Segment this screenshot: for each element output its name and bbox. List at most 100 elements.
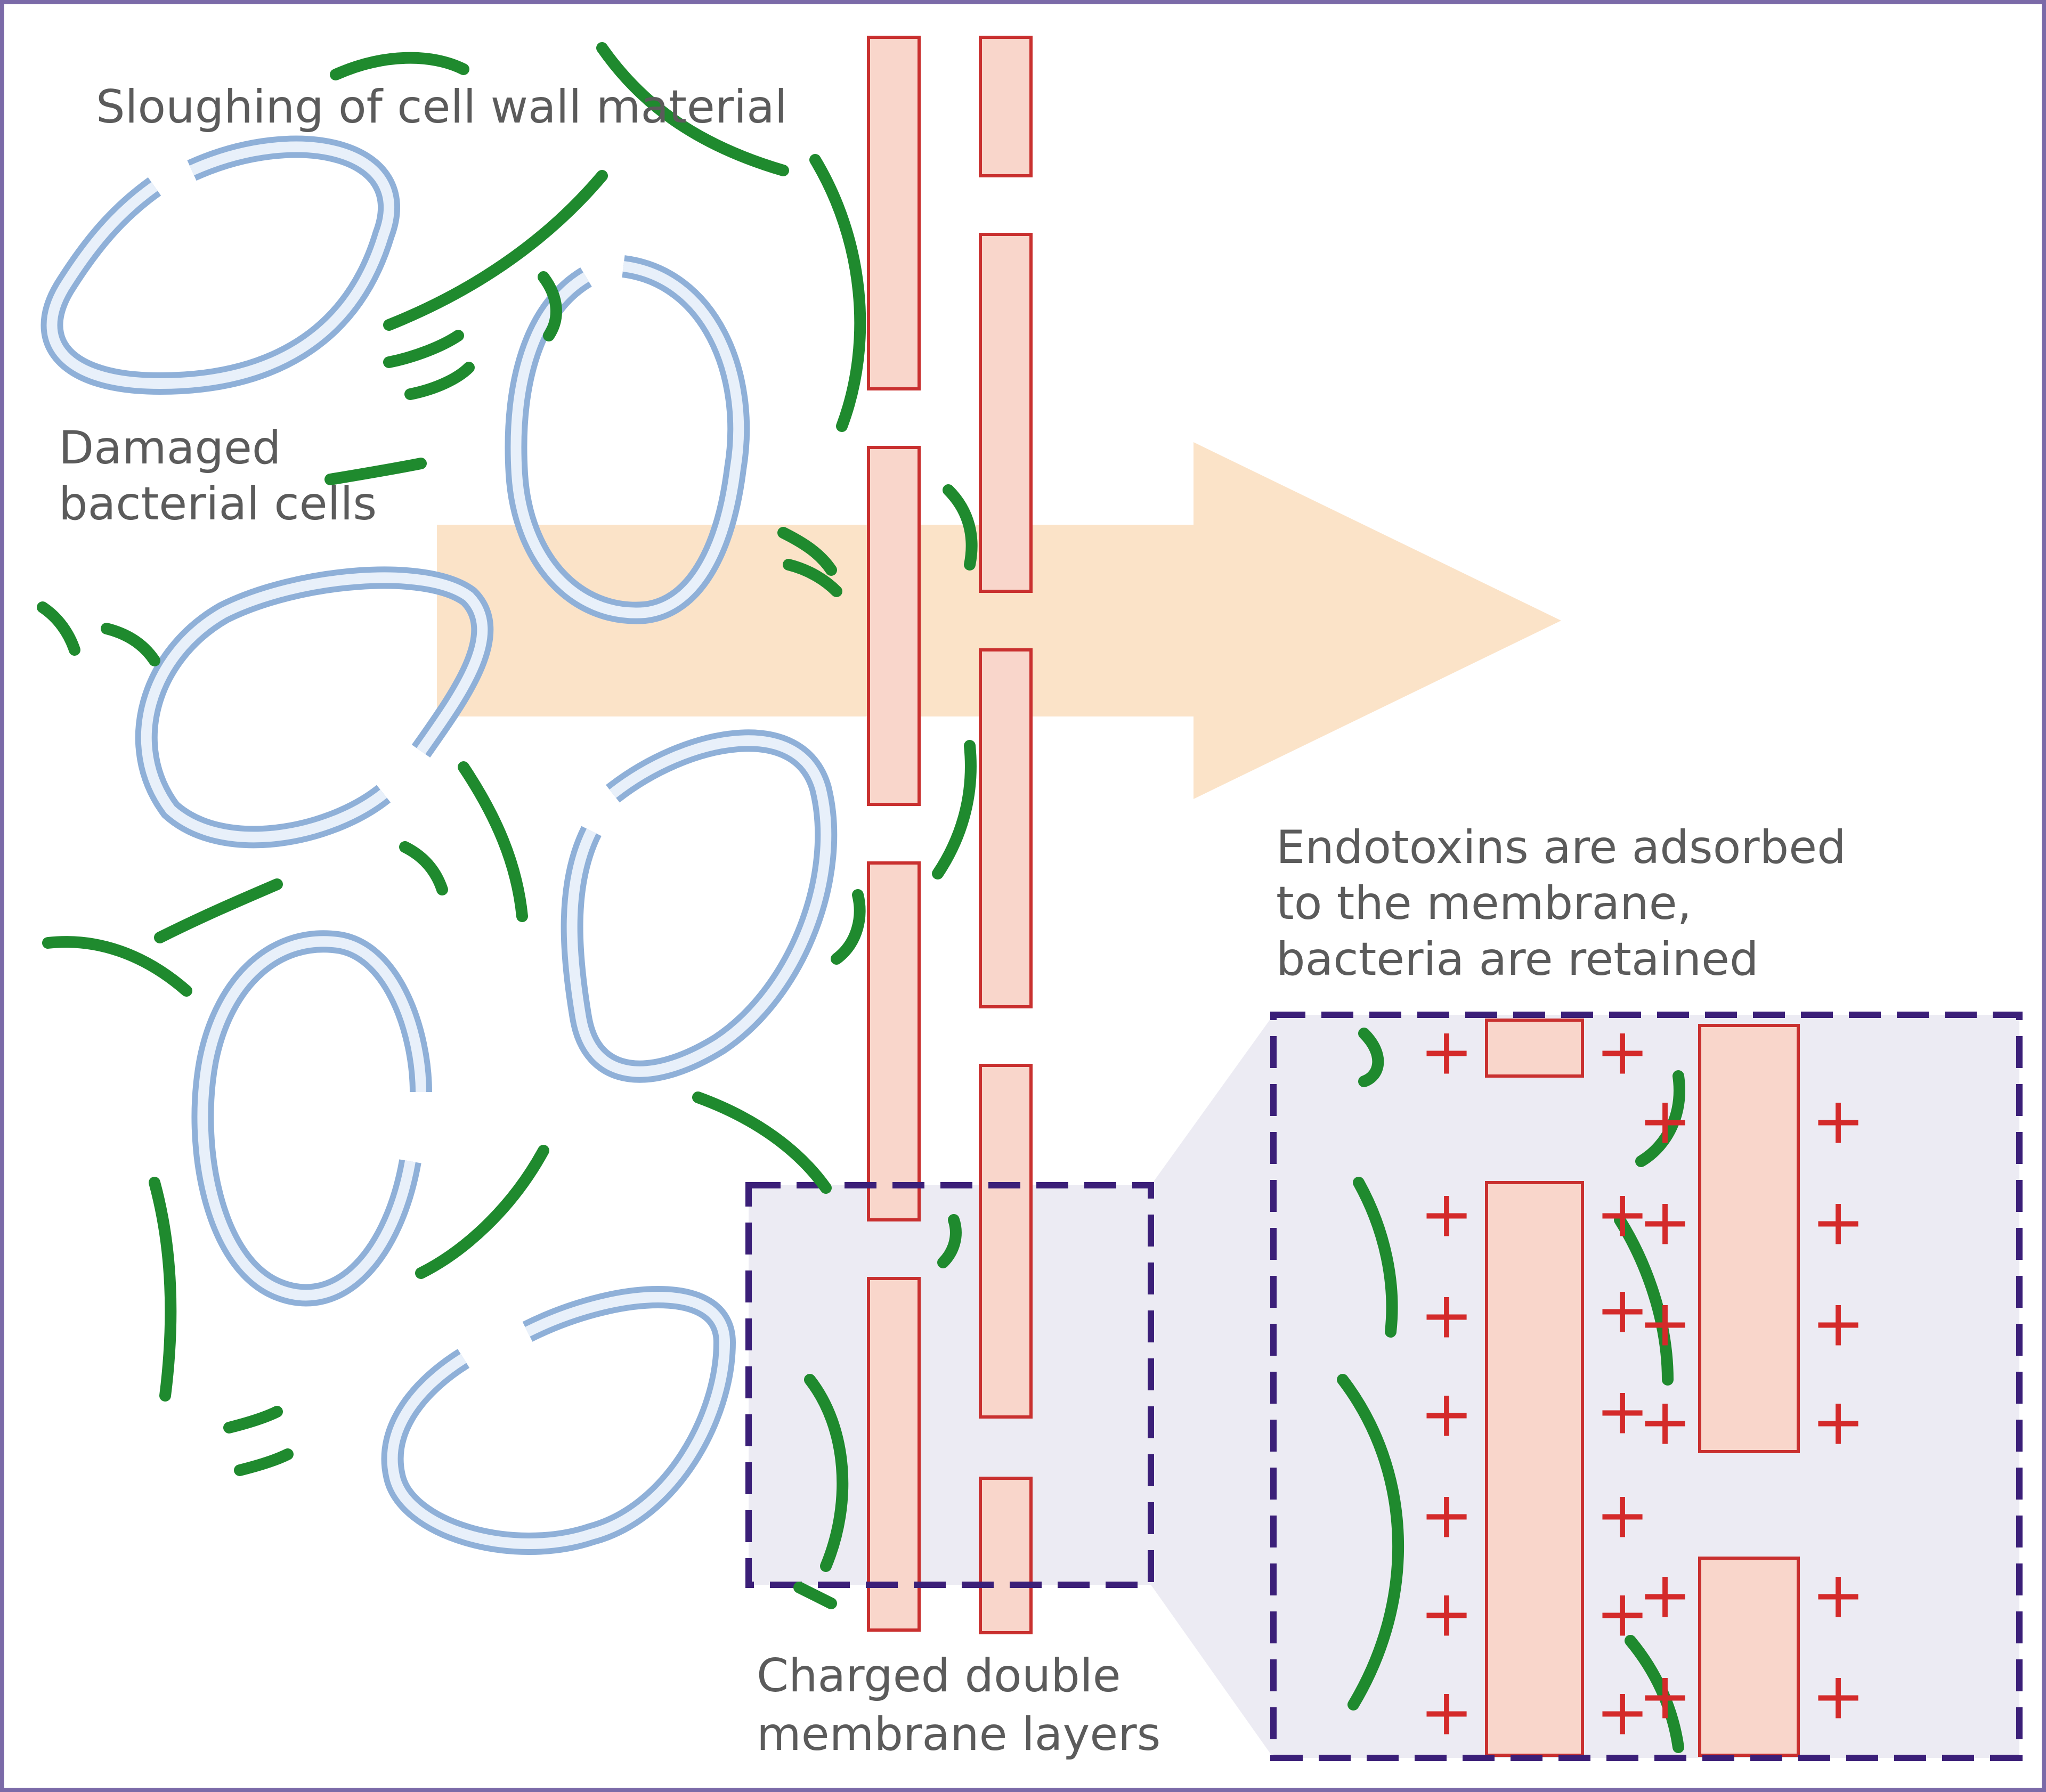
membrane-label-line2: membrane layers	[757, 1708, 1160, 1761]
zoomed-membrane-segment	[1698, 1024, 1800, 1453]
cell-wall-fragment-icon	[596, 42, 789, 176]
positive-charge-icon: +	[1420, 1378, 1474, 1452]
positive-charge-icon: +	[1596, 1274, 1650, 1348]
cell-wall-fragment-icon	[458, 761, 528, 922]
membrane-segment	[867, 446, 921, 806]
bacterial-cells	[40, 135, 838, 1555]
cell-wall-fragment-icon	[234, 1448, 294, 1476]
cell-wall-fragment-icon	[415, 1145, 549, 1279]
bacterial-cell-icon	[191, 930, 432, 1307]
zoomed-adsorbed-endotoxins	[1337, 1028, 1685, 1753]
endotoxin-label-line2: to the membrane,	[1276, 877, 1692, 930]
positive-charges: ++++++++++++++++++++++++++	[1420, 1015, 1865, 1750]
cell-wall-fragment-icon	[1337, 1374, 1404, 1710]
endotoxin-label-line1: Endotoxins are adsorbed	[1276, 821, 1846, 874]
cell-wall-fragment-icon	[383, 170, 608, 331]
membrane-segment	[979, 233, 1033, 593]
positive-charge-icon: +	[1420, 1577, 1474, 1651]
cell-wall-fragment-icon	[692, 1092, 832, 1194]
bacterial-cell-icon	[381, 1286, 736, 1555]
damaged-cells-label-line2: bacterial cells	[59, 477, 377, 531]
positive-charge-icon: +	[1638, 1559, 1692, 1633]
bacterial-cell-icon	[561, 729, 838, 1083]
positive-charge-icon: +	[1812, 1186, 1865, 1260]
zoomed-membrane-segment	[1485, 1019, 1584, 1078]
cell-wall-fragment-icon	[37, 601, 80, 656]
zoomed-membrane-segment	[1698, 1557, 1800, 1757]
membrane-segment	[979, 1064, 1033, 1419]
positive-charge-icon: +	[1420, 1178, 1474, 1252]
membrane-layer-left	[867, 36, 921, 1632]
cell-wall-fragment-icon	[1614, 1214, 1674, 1386]
cell-wall-fragment-icon	[383, 330, 464, 368]
cell-wall-fragment-icon	[1358, 1028, 1384, 1087]
positive-charge-icon: +	[1596, 1375, 1650, 1449]
cell-wall-fragment-icon	[330, 52, 469, 80]
positive-charge-icon: +	[1596, 1015, 1650, 1089]
zoom-source-outline	[745, 1182, 1154, 1588]
positive-charge-icon: +	[1596, 1676, 1650, 1750]
cell-wall-fragment-icon	[793, 1582, 837, 1609]
bacterial-cell-icon	[135, 566, 494, 849]
positive-charge-icon: +	[1812, 1660, 1865, 1734]
cell-wall-fragment-icon	[777, 527, 837, 576]
cell-wall-fragment-icon	[399, 841, 448, 895]
positive-charge-icon: +	[1812, 1287, 1865, 1361]
positive-charge-icon: +	[1596, 1577, 1650, 1651]
positive-charge-icon: +	[1420, 1279, 1474, 1353]
cell-wall-fragment-icon	[42, 936, 192, 997]
cell-wall-fragment-icon	[538, 271, 562, 341]
zoom-detail-background	[1273, 1015, 2019, 1758]
cell-wall-fragment-icon	[1353, 1177, 1398, 1338]
positive-charge-icon: +	[1638, 1186, 1692, 1260]
cell-wall-fragment-icon	[809, 154, 866, 432]
sloughing-label: Sloughing of cell wall material	[96, 80, 787, 134]
endotoxin-label-line3: bacteria are retained	[1276, 933, 1759, 986]
positive-charge-icon: +	[1638, 1085, 1692, 1159]
cell-wall-fragment-icon	[101, 623, 160, 666]
membrane-segment	[979, 648, 1033, 1008]
membrane-segment	[867, 36, 921, 390]
positive-charge-icon: +	[1638, 1287, 1692, 1361]
membrane-layer-right	[979, 36, 1033, 1634]
cell-wall-fragment-icon	[804, 1374, 849, 1572]
membrane-segment	[867, 861, 921, 1221]
membrane-segment	[979, 1477, 1033, 1634]
zoomed-membrane-layers	[1485, 1019, 1800, 1757]
bacterial-cell-icon	[40, 135, 400, 395]
positive-charge-icon: +	[1420, 1676, 1474, 1750]
cell-wall-fragment-icon	[154, 878, 283, 943]
membrane-label-line1: Charged double	[757, 1649, 1121, 1703]
zoom-connector	[1151, 1015, 1273, 1758]
cell-wall-fragment-icon	[937, 1214, 962, 1268]
cell-wall-fragment-icon	[943, 484, 978, 571]
positive-charge-icon: +	[1812, 1386, 1865, 1460]
positive-charge-icon: +	[1812, 1085, 1865, 1159]
positive-charge-icon: +	[1420, 1479, 1474, 1553]
cell-wall-fragments	[37, 42, 978, 1609]
zoomed-membrane-segment	[1485, 1181, 1584, 1757]
positive-charge-icon: +	[1638, 1386, 1692, 1460]
positive-charge-icon: +	[1596, 1178, 1650, 1252]
cell-wall-fragment-icon	[1635, 1070, 1685, 1167]
zoom-detail-outline	[1270, 1012, 2023, 1761]
positive-charge-icon: +	[1638, 1660, 1692, 1734]
zoom-detail-panel: ++++++++++++++++++++++++++	[1270, 1012, 2023, 1761]
cell-wall-fragment-icon	[831, 889, 866, 965]
positive-charge-icon: +	[1420, 1015, 1474, 1089]
cell-wall-fragment-icon	[1625, 1635, 1684, 1753]
membrane-segment	[867, 1277, 921, 1632]
cell-wall-fragment-icon	[783, 559, 842, 597]
positive-charge-icon: +	[1596, 1479, 1650, 1553]
cell-wall-fragment-icon	[149, 1177, 177, 1402]
membrane-segment	[979, 36, 1033, 177]
cell-wall-fragment-icon	[223, 1406, 283, 1433]
positive-charge-icon: +	[1812, 1559, 1865, 1633]
bacterial-cell-icon	[505, 255, 750, 624]
cell-wall-fragment-icon	[324, 458, 427, 485]
cell-wall-fragment-icon	[932, 740, 977, 879]
damaged-cells-label-line1: Damaged	[59, 421, 281, 475]
cell-wall-fragment-icon	[404, 362, 475, 400]
